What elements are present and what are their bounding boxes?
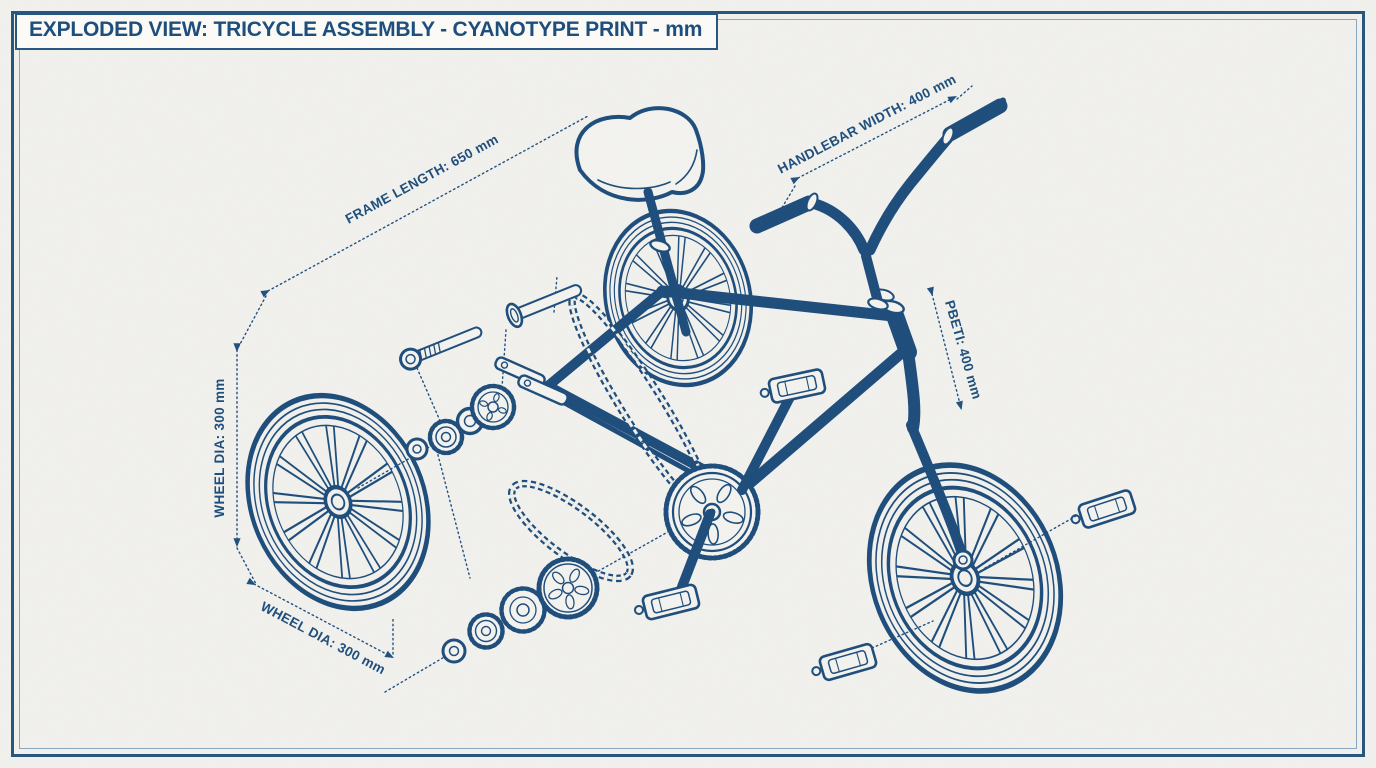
dimension-frame-length: FRAME LENGTH: 650 mm [260, 115, 589, 298]
frame-length-label: FRAME LENGTH: 650 mm [343, 131, 501, 226]
wheel-dia-left-label: WHEEL DIA: 300 mm [212, 378, 227, 517]
pedal-exploded-lower [807, 641, 879, 686]
axle-bolt-threaded [399, 326, 483, 371]
rear-wheel-exploded [215, 367, 462, 638]
pedal-right [757, 367, 828, 407]
front-hub-nut [952, 549, 974, 571]
pedal-left [630, 582, 702, 624]
handlebar [749, 97, 1008, 311]
front-fork [902, 346, 921, 434]
dimension-seat-tube: PBETI: 400 mm [926, 286, 985, 411]
wheel-dia-bottom-label: WHEEL DIA: 300 mm [258, 599, 388, 678]
dimension-wheel-dia-left: WHEEL DIA: 300 mm [212, 343, 241, 548]
title-box: EXPLODED VIEW: TRICYCLE ASSEMBLY - CYANO… [15, 13, 719, 50]
saddle [574, 106, 706, 202]
seat-tube-label: PBETI: 400 mm [942, 299, 985, 401]
gear-stack-upper [405, 383, 517, 461]
seat-clamp [649, 239, 671, 253]
page-title: EXPLODED VIEW: TRICYCLE ASSEMBLY - CYANO… [29, 18, 703, 41]
gear-stack-lower [441, 556, 600, 664]
front-wheel [836, 436, 1094, 720]
pedal-exploded-upper [1066, 487, 1138, 534]
